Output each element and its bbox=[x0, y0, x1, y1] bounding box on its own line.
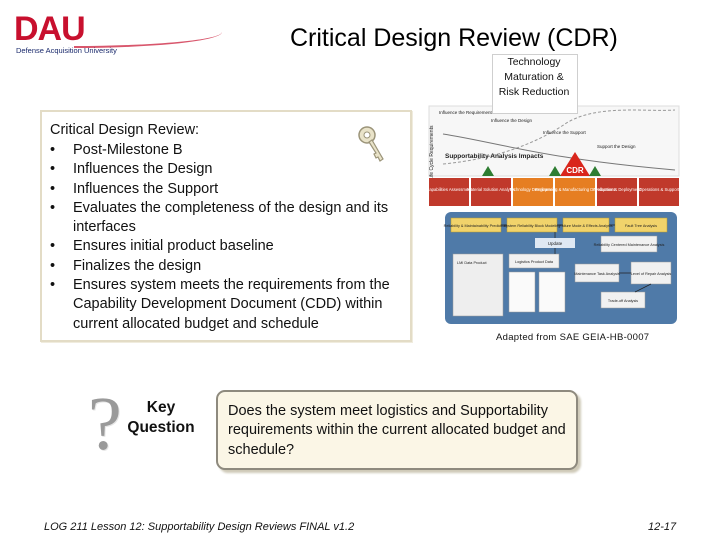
diagram-box-label: Logistics Product Data bbox=[515, 260, 554, 264]
phase-msa bbox=[471, 178, 511, 206]
phase-td bbox=[513, 178, 553, 206]
document-thumbnail bbox=[538, 271, 566, 313]
phase-os bbox=[639, 178, 679, 206]
question-box: Does the system meet logistics and Suppo… bbox=[216, 390, 578, 470]
diagram-label: Influence the Support bbox=[543, 130, 587, 135]
diagram-box-label: Reliability Centered Maintenance Analysi… bbox=[594, 243, 665, 247]
tech-label-box bbox=[492, 54, 578, 114]
bullet-list: Post-Milestone B Influences the Design I… bbox=[50, 141, 400, 334]
diagram-box-label: Fault Tree Analysis bbox=[625, 224, 657, 228]
phase-label: Material Solution Analysis bbox=[467, 187, 515, 192]
phase-label: Engineering & Manufacturing Development bbox=[535, 187, 616, 192]
phase-label: Operations & Support bbox=[639, 187, 680, 192]
logo-mark: DAU bbox=[14, 10, 86, 48]
phase-label: Production & Deployment bbox=[593, 187, 641, 192]
diagram-curve bbox=[442, 133, 676, 171]
diagram-box-label: LMI Data Product bbox=[457, 261, 487, 265]
tech-phase-label: Technology Maturation & Risk Reduction bbox=[498, 56, 570, 98]
question-mark-icon: ? bbox=[88, 382, 122, 466]
phase-label: Capabilities Assessment bbox=[426, 187, 472, 192]
diagram-curve bbox=[442, 109, 676, 165]
bullet-item: Influences the Design bbox=[50, 160, 400, 180]
panel-heading: Critical Design Review: bbox=[50, 122, 200, 138]
dau-logo: DAU Defense Acquisition University bbox=[14, 12, 224, 58]
diagram-box-label: Failure Mode & Effects Analysis bbox=[559, 224, 612, 228]
diagram-box bbox=[600, 291, 646, 309]
diagram-box-label: Level of Repair Analysis bbox=[631, 272, 672, 276]
diagram-label: Influence the Requirements bbox=[439, 110, 495, 115]
cdr-badge-label: CDR bbox=[566, 166, 584, 175]
milestone-c-marker bbox=[589, 166, 601, 176]
bullet-item: Evaluates the completeness of the design… bbox=[50, 199, 400, 238]
diagram-connectors bbox=[501, 224, 652, 293]
diagram-credit: Adapted from SAE GEIA-HB-0007 bbox=[496, 332, 650, 343]
document-thumbnail bbox=[508, 271, 536, 313]
logo-tagline: Defense Acquisition University bbox=[16, 46, 117, 55]
bullet-item: Influences the Support bbox=[50, 180, 400, 200]
diagram-graph-area bbox=[428, 105, 680, 177]
update-label: Update bbox=[548, 241, 563, 246]
bullet-item: Ensures system meets the requirements fr… bbox=[50, 276, 400, 334]
key-question-label: Key Question bbox=[127, 399, 195, 436]
diagram-box bbox=[508, 253, 560, 269]
diagram-impacts-label: Supportability Analysis Impacts bbox=[445, 153, 544, 160]
diagram-box-label: System Reliability Block Modeling bbox=[504, 224, 561, 228]
question-text: Does the system meet logistics and Suppo… bbox=[228, 403, 566, 458]
bullet-item: Post-Milestone B bbox=[50, 141, 400, 161]
footer-page-number: 12-17 bbox=[648, 521, 677, 533]
update-box bbox=[535, 238, 575, 248]
diagram-box bbox=[600, 235, 658, 253]
bullet-item: Ensures initial product baseline bbox=[50, 237, 400, 257]
diagram-side-label: Life Cycle Requirements bbox=[429, 125, 435, 180]
diagram-box-label: Maintenance Task Analysis bbox=[574, 272, 620, 276]
phase-pd bbox=[597, 178, 637, 206]
bullet-item: Finalizes the design bbox=[50, 257, 400, 277]
cdr-triangle bbox=[560, 152, 590, 176]
cdr-text-panel: Critical Design Review: Post-Milestone B… bbox=[40, 110, 412, 342]
phase-label: Technology Development bbox=[509, 187, 557, 192]
phase-capabilities bbox=[429, 178, 469, 206]
lmi-document-stack bbox=[452, 253, 504, 317]
slide-title: Critical Design Review (CDR) bbox=[290, 24, 618, 52]
phase-emd bbox=[555, 178, 595, 206]
diagram-box-label: Reliability & Maintainability Prediction… bbox=[444, 224, 509, 228]
diagram-box-label: Trade-off Analysis bbox=[608, 299, 638, 303]
milestone-a-marker bbox=[482, 166, 494, 176]
milestone-b-marker bbox=[549, 166, 561, 176]
key-icon bbox=[358, 126, 384, 162]
diagram-label: Support the Design bbox=[597, 144, 636, 149]
diagram-label: Influence the Design bbox=[491, 118, 533, 123]
footer-course: LOG 211 Lesson 12: Supportability Design… bbox=[44, 521, 355, 533]
supportability-diagram: Life Cycle Requirements Influence the Re… bbox=[425, 104, 683, 328]
